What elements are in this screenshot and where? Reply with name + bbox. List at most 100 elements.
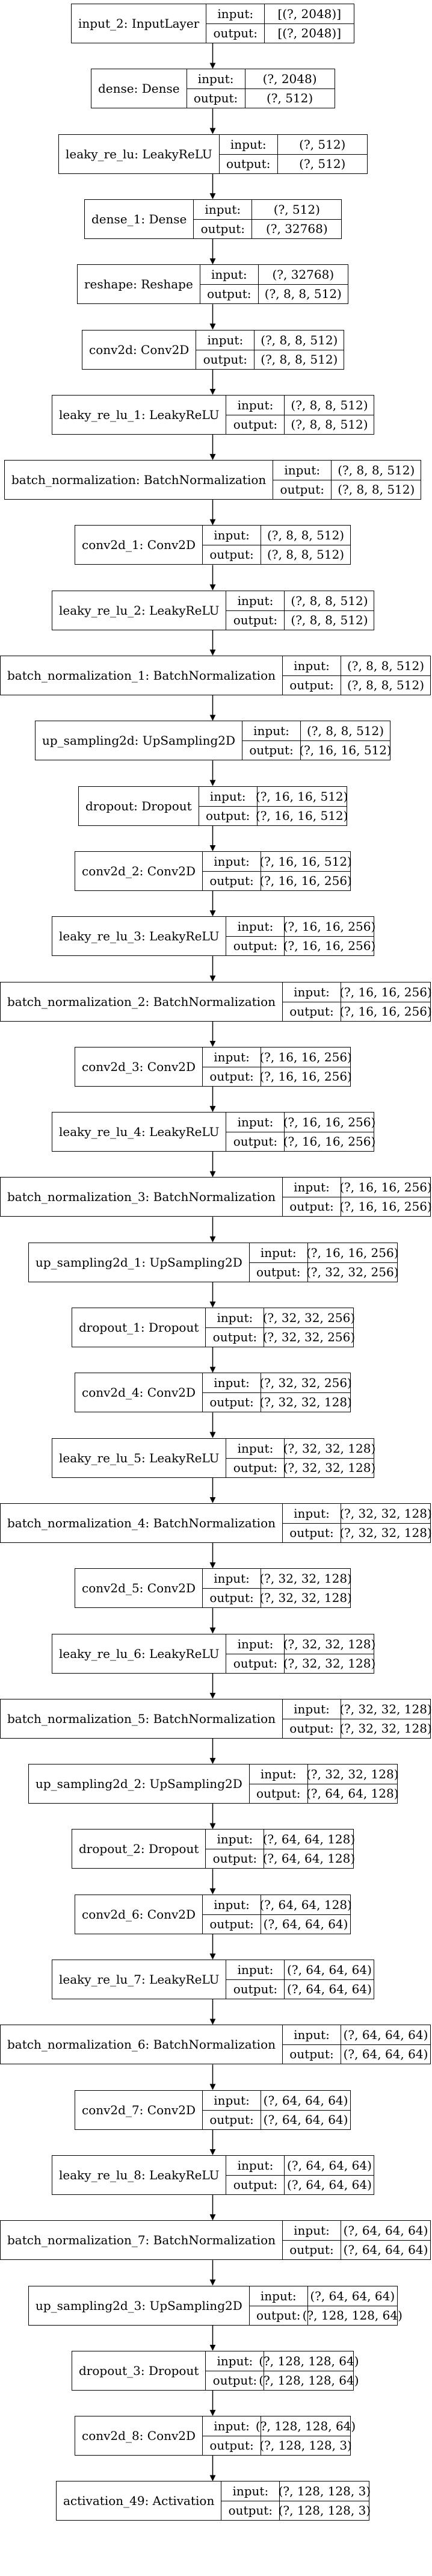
layer-io: input:(?, 16, 16, 256)output:(?, 16, 16,… <box>283 982 432 1021</box>
output-row: output:(?, 8, 8, 512) <box>200 284 348 303</box>
input-row: input:(?, 8, 8, 512) <box>203 526 350 545</box>
input-label: input: <box>250 1764 308 1784</box>
input-row: input:(?, 32, 32, 128) <box>250 1764 399 1784</box>
input-shape: (?, 64, 64, 64) <box>343 2223 428 2238</box>
output-label: output: <box>250 1784 308 1803</box>
output-row: output:(?, 64, 64, 64) <box>283 2044 430 2064</box>
input-shape: (?, 64, 64, 64) <box>287 2158 372 2173</box>
output-row: output:(?, 8, 8, 512) <box>283 675 430 695</box>
layer-name: conv2d_8: Conv2D <box>75 2416 203 2455</box>
layer-name: batch_normalization_1: BatchNormalizatio… <box>1 656 283 695</box>
output-label: output: <box>226 1458 285 1477</box>
output-label: output: <box>283 2044 341 2064</box>
output-label: output: <box>199 806 258 825</box>
layer-io: input:(?, 8, 8, 512)output:(?, 16, 16, 5… <box>242 721 392 760</box>
input-row: input:(?, 128, 128, 64) <box>203 2416 356 2436</box>
output-label: output: <box>203 2110 262 2129</box>
output-shape: (?, 32, 32, 128) <box>283 1656 376 1671</box>
output-row: output:(?, 16, 16, 512) <box>199 805 348 825</box>
output-shape: [(?, 2048)] <box>277 26 341 41</box>
input-row: input:(?, 8, 8, 512) <box>226 396 374 415</box>
output-shape: (?, 64, 64, 64) <box>263 2112 348 2128</box>
output-shape: (?, 8, 8, 512) <box>291 613 368 628</box>
output-shape: (?, 32, 32, 128) <box>259 1395 352 1410</box>
layer-io: input:(?, 32, 32, 128)output:(?, 32, 32,… <box>203 1569 352 1607</box>
layer-name: conv2d: Conv2D <box>82 331 197 369</box>
output-row: output:(?, 128, 128, 64) <box>249 2305 403 2325</box>
output-label: output: <box>203 1067 262 1086</box>
output-shape: (?, 64, 64, 64) <box>263 1917 348 1932</box>
output-row: output:(?, 32, 32, 256) <box>249 1262 399 1282</box>
input-label: input: <box>226 396 285 415</box>
output-row: output:(?, 16, 16, 256) <box>283 1001 432 1021</box>
output-row: output:(?, 64, 64, 64) <box>203 1914 351 1934</box>
input-label: input: <box>200 265 259 284</box>
layer-io: input:(?, 32, 32, 128)output:(?, 32, 32,… <box>226 1634 376 1673</box>
output-shape: (?, 32, 32, 128) <box>283 1460 376 1476</box>
input-label: input: <box>283 1504 341 1523</box>
input-label: input: <box>196 331 255 350</box>
output-label: output: <box>187 88 245 108</box>
layer-io: input:(?, 64, 64, 64)output:(?, 64, 64, … <box>226 1960 374 1999</box>
input-shape: (?, 16, 16, 256) <box>339 1179 432 1194</box>
input-row: input:(?, 16, 16, 256) <box>203 1047 352 1067</box>
input-row: input:(?, 64, 64, 64) <box>283 2025 430 2044</box>
output-row: output:(?, 64, 64, 128) <box>206 1848 355 1868</box>
layer-io: input:(?, 64, 64, 128)output:(?, 64, 64,… <box>206 1830 355 1868</box>
layer-io: input:(?, 8, 8, 512)output:(?, 8, 8, 512… <box>226 396 374 434</box>
output-label: output: <box>203 2436 262 2455</box>
layer-name: batch_normalization_4: BatchNormalizatio… <box>1 1504 283 1542</box>
output-shape: (?, 16, 16, 256) <box>283 1134 376 1149</box>
input-row: input:[(?, 2048)] <box>206 4 354 23</box>
input-label: input: <box>226 1634 285 1654</box>
input-shape: (?, 32, 32, 128) <box>283 1636 376 1651</box>
output-label: output: <box>206 1327 265 1347</box>
input-label: input: <box>221 2481 280 2501</box>
layer-name: leaky_re_lu_4: LeakyReLU <box>52 1113 227 1151</box>
output-shape: (?, 512) <box>266 91 313 106</box>
layer-io: input:(?, 32, 32, 256)output:(?, 32, 32,… <box>203 1373 352 1412</box>
layer-name: leaky_re_lu_8: LeakyReLU <box>52 2156 227 2194</box>
layer-name: leaky_re_lu_5: LeakyReLU <box>52 1439 227 1477</box>
output-row: output:(?, 32, 32, 128) <box>226 1457 376 1477</box>
input-row: input:(?, 16, 16, 256) <box>226 1113 375 1132</box>
input-shape: (?, 32, 32, 128) <box>339 1701 432 1716</box>
output-row: output:(?, 16, 16, 256) <box>203 871 352 890</box>
input-shape: (?, 128, 128, 64) <box>255 2418 356 2433</box>
output-row: output:(?, 64, 64, 64) <box>283 2239 430 2259</box>
layer-name: conv2d_5: Conv2D <box>75 1569 203 1607</box>
input-row: input:(?, 32, 32, 128) <box>226 1634 376 1654</box>
layer-io: input:(?, 16, 16, 256)output:(?, 16, 16,… <box>203 1047 352 1086</box>
output-label: output: <box>283 1719 341 1738</box>
layer-io: input:(?, 128, 128, 3)output:(?, 128, 12… <box>221 2481 371 2520</box>
output-shape: (?, 64, 64, 64) <box>343 2047 428 2062</box>
input-shape: (?, 32, 32, 256) <box>262 1310 356 1325</box>
output-shape: (?, 16, 16, 512) <box>255 808 348 824</box>
input-row: input:(?, 16, 16, 256) <box>226 917 375 936</box>
layer-io: input:(?, 512)output:(?, 32768) <box>194 200 342 238</box>
output-shape: (?, 16, 16, 256) <box>259 1069 352 1084</box>
input-label: input: <box>203 1895 262 1914</box>
input-shape: (?, 32, 32, 128) <box>283 1441 376 1456</box>
layer-io: input:(?, 16, 16, 256)output:(?, 16, 16,… <box>226 1113 376 1151</box>
input-row: input:(?, 8, 8, 512) <box>242 721 390 740</box>
input-row: input:(?, 32, 32, 128) <box>283 1504 432 1523</box>
input-label: input: <box>226 591 285 610</box>
layer-name: activation_49: Activation <box>57 2481 222 2520</box>
output-label: output: <box>226 936 285 955</box>
layer-name: conv2d_6: Conv2D <box>75 1895 203 1934</box>
output-label: output: <box>273 480 332 499</box>
layer-io: input:(?, 8, 8, 512)output:(?, 8, 8, 512… <box>226 591 374 630</box>
layer-name: dropout_1: Dropout <box>72 1308 206 1347</box>
input-label: input: <box>226 1113 285 1132</box>
output-label: output: <box>283 2240 341 2259</box>
layer-node: batch_normalization_3: BatchNormalizatio… <box>0 1177 432 1217</box>
output-label: output: <box>226 415 285 434</box>
input-row: input:(?, 16, 16, 256) <box>250 1243 399 1262</box>
